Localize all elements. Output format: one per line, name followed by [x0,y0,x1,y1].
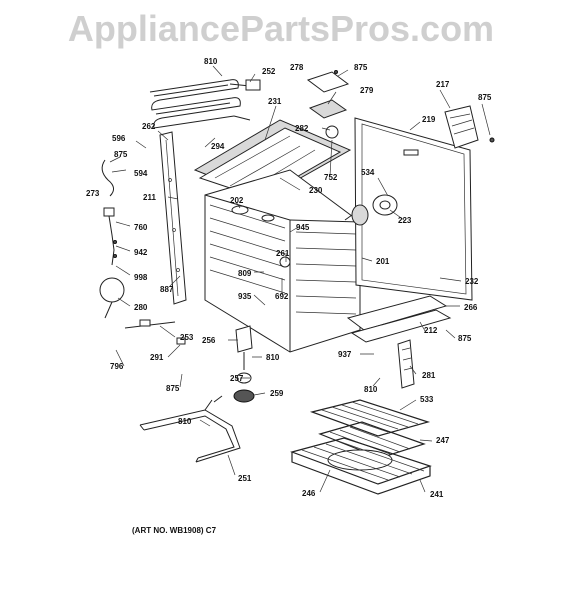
callout-219: 219 [422,115,436,124]
callout-282: 282 [295,124,309,133]
callout-760: 760 [134,223,148,232]
callout-253: 253 [180,333,194,342]
callout-231: 231 [268,97,282,106]
convection-fan-drawing [344,194,398,226]
callout-998: 998 [134,273,148,282]
art-number-caption: (ART NO. WB1908) C7 [132,526,217,535]
callout-810: 810 [266,353,280,362]
callout-809: 809 [238,269,252,278]
callout-257: 257 [230,374,244,383]
callout-875: 875 [478,93,492,102]
oven-racks-drawing [290,399,432,495]
callout-256: 256 [202,336,216,345]
callout-280: 280 [134,303,148,312]
callout-202: 202 [230,196,244,205]
callout-252: 252 [262,67,276,76]
sensor-probe-drawing [99,159,125,319]
oven-cavity-drawing [204,169,361,353]
bottom-panels-drawing [346,295,452,343]
callout-262: 262 [142,122,156,131]
bake-element-drawing [149,79,261,129]
callout-875: 875 [114,150,128,159]
callout-533: 533 [420,395,434,404]
callout-294: 294 [211,142,225,151]
callout-692: 692 [275,292,289,301]
callout-251: 251 [238,474,252,483]
leader-lines [109,65,491,493]
callout-247: 247 [436,436,450,445]
callout-937: 937 [338,350,352,359]
callout-935: 935 [238,292,252,301]
callout-875: 875 [166,384,180,393]
callout-596: 596 [112,134,126,143]
bracket-drawing [444,105,495,149]
top-cover-drawing [193,119,352,199]
callout-875: 875 [354,63,368,72]
callout-810: 810 [178,417,192,426]
callout-278: 278 [290,63,304,72]
callout-875: 875 [458,334,472,343]
callout-223: 223 [398,216,412,225]
callout-217: 217 [436,80,450,89]
callout-labels: 810 252 278 875 217 875 279 231 219 262 … [86,57,492,499]
switch-parts-drawing [124,319,255,403]
watermark-text: AppliancePartsPros.com [67,8,495,49]
callout-241: 241 [430,490,444,499]
callout-945: 945 [296,223,310,232]
callout-273: 273 [86,189,100,198]
top-shield-parts-drawing [306,70,350,139]
callout-230: 230 [309,186,323,195]
callout-534: 534 [361,168,375,177]
callout-212: 212 [424,326,438,335]
callout-261: 261 [276,249,290,258]
callout-594: 594 [134,169,148,178]
callout-942: 942 [134,248,148,257]
callout-752: 752 [324,173,338,182]
callout-281: 281 [422,371,436,380]
callout-810: 810 [204,57,218,66]
callout-232: 232 [465,277,479,286]
callout-266: 266 [464,303,478,312]
callout-201: 201 [376,257,390,266]
callout-887: 887 [160,285,174,294]
callout-279: 279 [360,86,374,95]
callout-259: 259 [270,389,284,398]
callout-211: 211 [143,193,156,202]
callout-810: 810 [364,385,378,394]
left-side-panel-drawing [159,131,187,305]
callout-291: 291 [150,353,164,362]
callout-796: 796 [110,362,124,371]
hinge-drawing [397,339,415,389]
rear-panel-drawing [354,117,473,301]
callout-246: 246 [302,489,316,498]
broil-element-drawing [139,395,241,463]
